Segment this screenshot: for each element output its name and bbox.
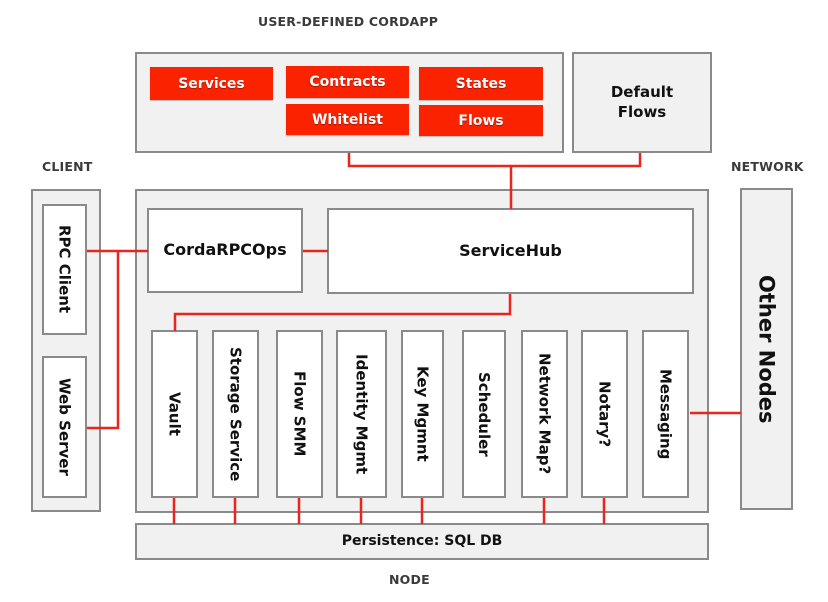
notary-service-box[interactable]: Notary? [581,330,628,498]
corda-rpc-ops-label: CordaRPCOps [163,240,287,260]
messaging-service-box[interactable]: Messaging [642,330,689,498]
scheduler-service-label: Scheduler [475,371,493,457]
persistence-box[interactable]: Persistence: SQL DB [135,523,709,560]
states-component[interactable]: States [419,67,543,100]
other-nodes-box[interactable]: Other Nodes [740,188,793,510]
default-flows-label: Default Flows [610,83,674,121]
identity-mgmt-service-box[interactable]: Identity Mgmt [336,330,387,498]
identity-mgmt-service-label: Identity Mgmt [352,353,371,475]
key-mgmnt-service-box[interactable]: Key Mgmnt [401,330,444,498]
client-section-label: CLIENT [42,159,93,174]
persistence-label: Persistence: SQL DB [341,533,503,550]
other-nodes-label: Other Nodes [754,274,779,424]
cordapp-section-label: USER-DEFINED CORDAPP [258,14,439,29]
network-section-label: NETWORK [731,159,804,174]
web-server-label: Web Server [55,378,74,476]
storage-service-service-box[interactable]: Storage Service [212,330,259,498]
corda-rpc-ops-box[interactable]: CordaRPCOps [147,208,303,293]
flows-component[interactable]: Flows [419,105,543,136]
vault-service-label: Vault [165,392,184,436]
rpc-client-label: RPC Client [55,225,74,314]
network-map-service-box[interactable]: Network Map? [521,330,568,498]
flow-smm-service-label: Flow SMM [290,371,309,457]
key-mgmnt-service-label: Key Mgmnt [413,366,432,462]
node-section-label: NODE [389,572,430,587]
storage-service-service-label: Storage Service [226,346,245,482]
contracts-component[interactable]: Contracts [286,66,409,98]
flow-smm-service-box[interactable]: Flow SMM [276,330,323,498]
states-label: States [455,75,507,92]
flows-label: Flows [458,112,504,129]
default-flows-box[interactable]: Default Flows [572,52,712,153]
whitelist-component[interactable]: Whitelist [286,104,409,135]
services-label: Services [178,75,245,92]
network-map-service-label: Network Map? [535,353,554,475]
service-hub-box[interactable]: ServiceHub [327,208,694,294]
web-server-box[interactable]: Web Server [42,356,87,498]
whitelist-label: Whitelist [311,111,384,128]
vault-service-box[interactable]: Vault [151,330,198,498]
rpc-client-box[interactable]: RPC Client [42,204,87,335]
notary-service-label: Notary? [595,380,614,448]
service-hub-label: ServiceHub [459,240,562,260]
contracts-label: Contracts [309,74,386,90]
scheduler-service-box[interactable]: Scheduler [462,330,506,498]
wire-cordapp-to-servicehub [347,153,642,168]
messaging-service-label: Messaging [656,368,675,460]
services-component[interactable]: Services [150,67,273,100]
